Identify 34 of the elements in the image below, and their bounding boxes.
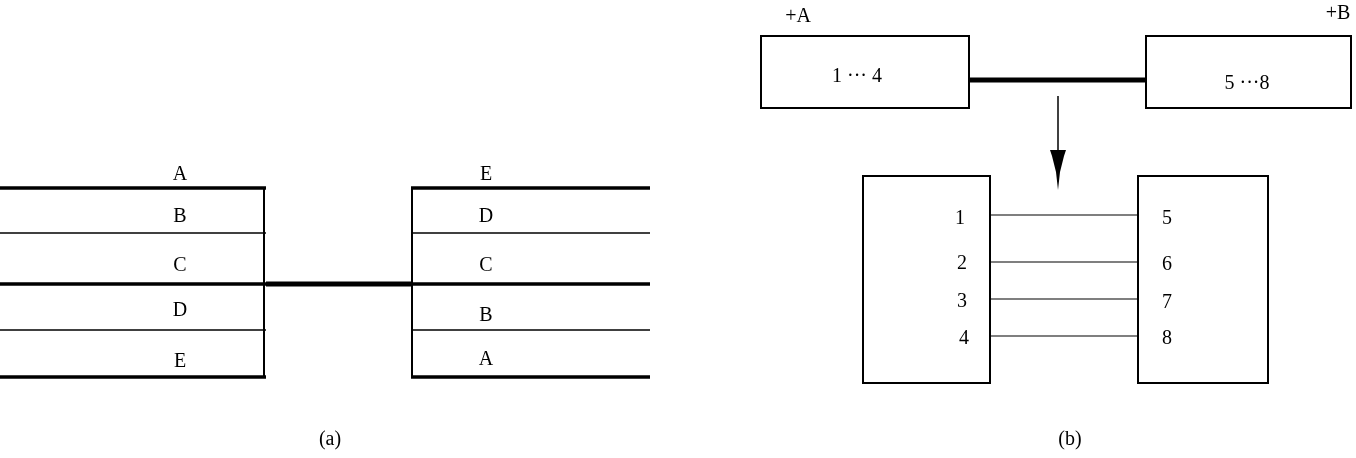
terminal-number: 8 (1162, 327, 1172, 347)
terminal-box (862, 175, 991, 384)
wire-label: E (173, 350, 187, 370)
terminal-number: 1 (955, 207, 965, 227)
wire-line (990, 214, 1138, 216)
wire-label: C (173, 254, 187, 274)
wire-label: D (172, 299, 188, 319)
device-label: +B (1325, 2, 1351, 22)
panel-caption: (a) (318, 428, 342, 448)
terminal-number: 5 ···8 (1224, 72, 1270, 92)
terminal-box (760, 35, 970, 109)
terminal-box (1145, 35, 1352, 109)
device-label: +A (785, 5, 811, 25)
terminal-number: 5 (1162, 207, 1172, 227)
terminal-number: 1 ··· 4 (832, 65, 882, 85)
wire-line (990, 298, 1138, 300)
terminal-number: 3 (957, 290, 967, 310)
panel-caption: (b) (1058, 428, 1082, 448)
wire-label: D (478, 205, 494, 225)
wire-label: E (479, 163, 493, 183)
wire-line (990, 335, 1138, 337)
terminal-box (1137, 175, 1269, 384)
wire-label: B (479, 304, 493, 324)
wire-label: B (173, 205, 187, 225)
terminal-number: 4 (959, 327, 969, 347)
wire-label: A (172, 163, 188, 183)
cable-line (970, 77, 1145, 83)
wire-line (990, 261, 1138, 263)
cable-line (266, 281, 411, 287)
terminal-number: 7 (1162, 291, 1172, 311)
wire-label: C (479, 254, 493, 274)
terminal-number: 2 (957, 252, 967, 272)
wire-label: A (478, 348, 494, 368)
terminal-number: 6 (1162, 253, 1172, 273)
